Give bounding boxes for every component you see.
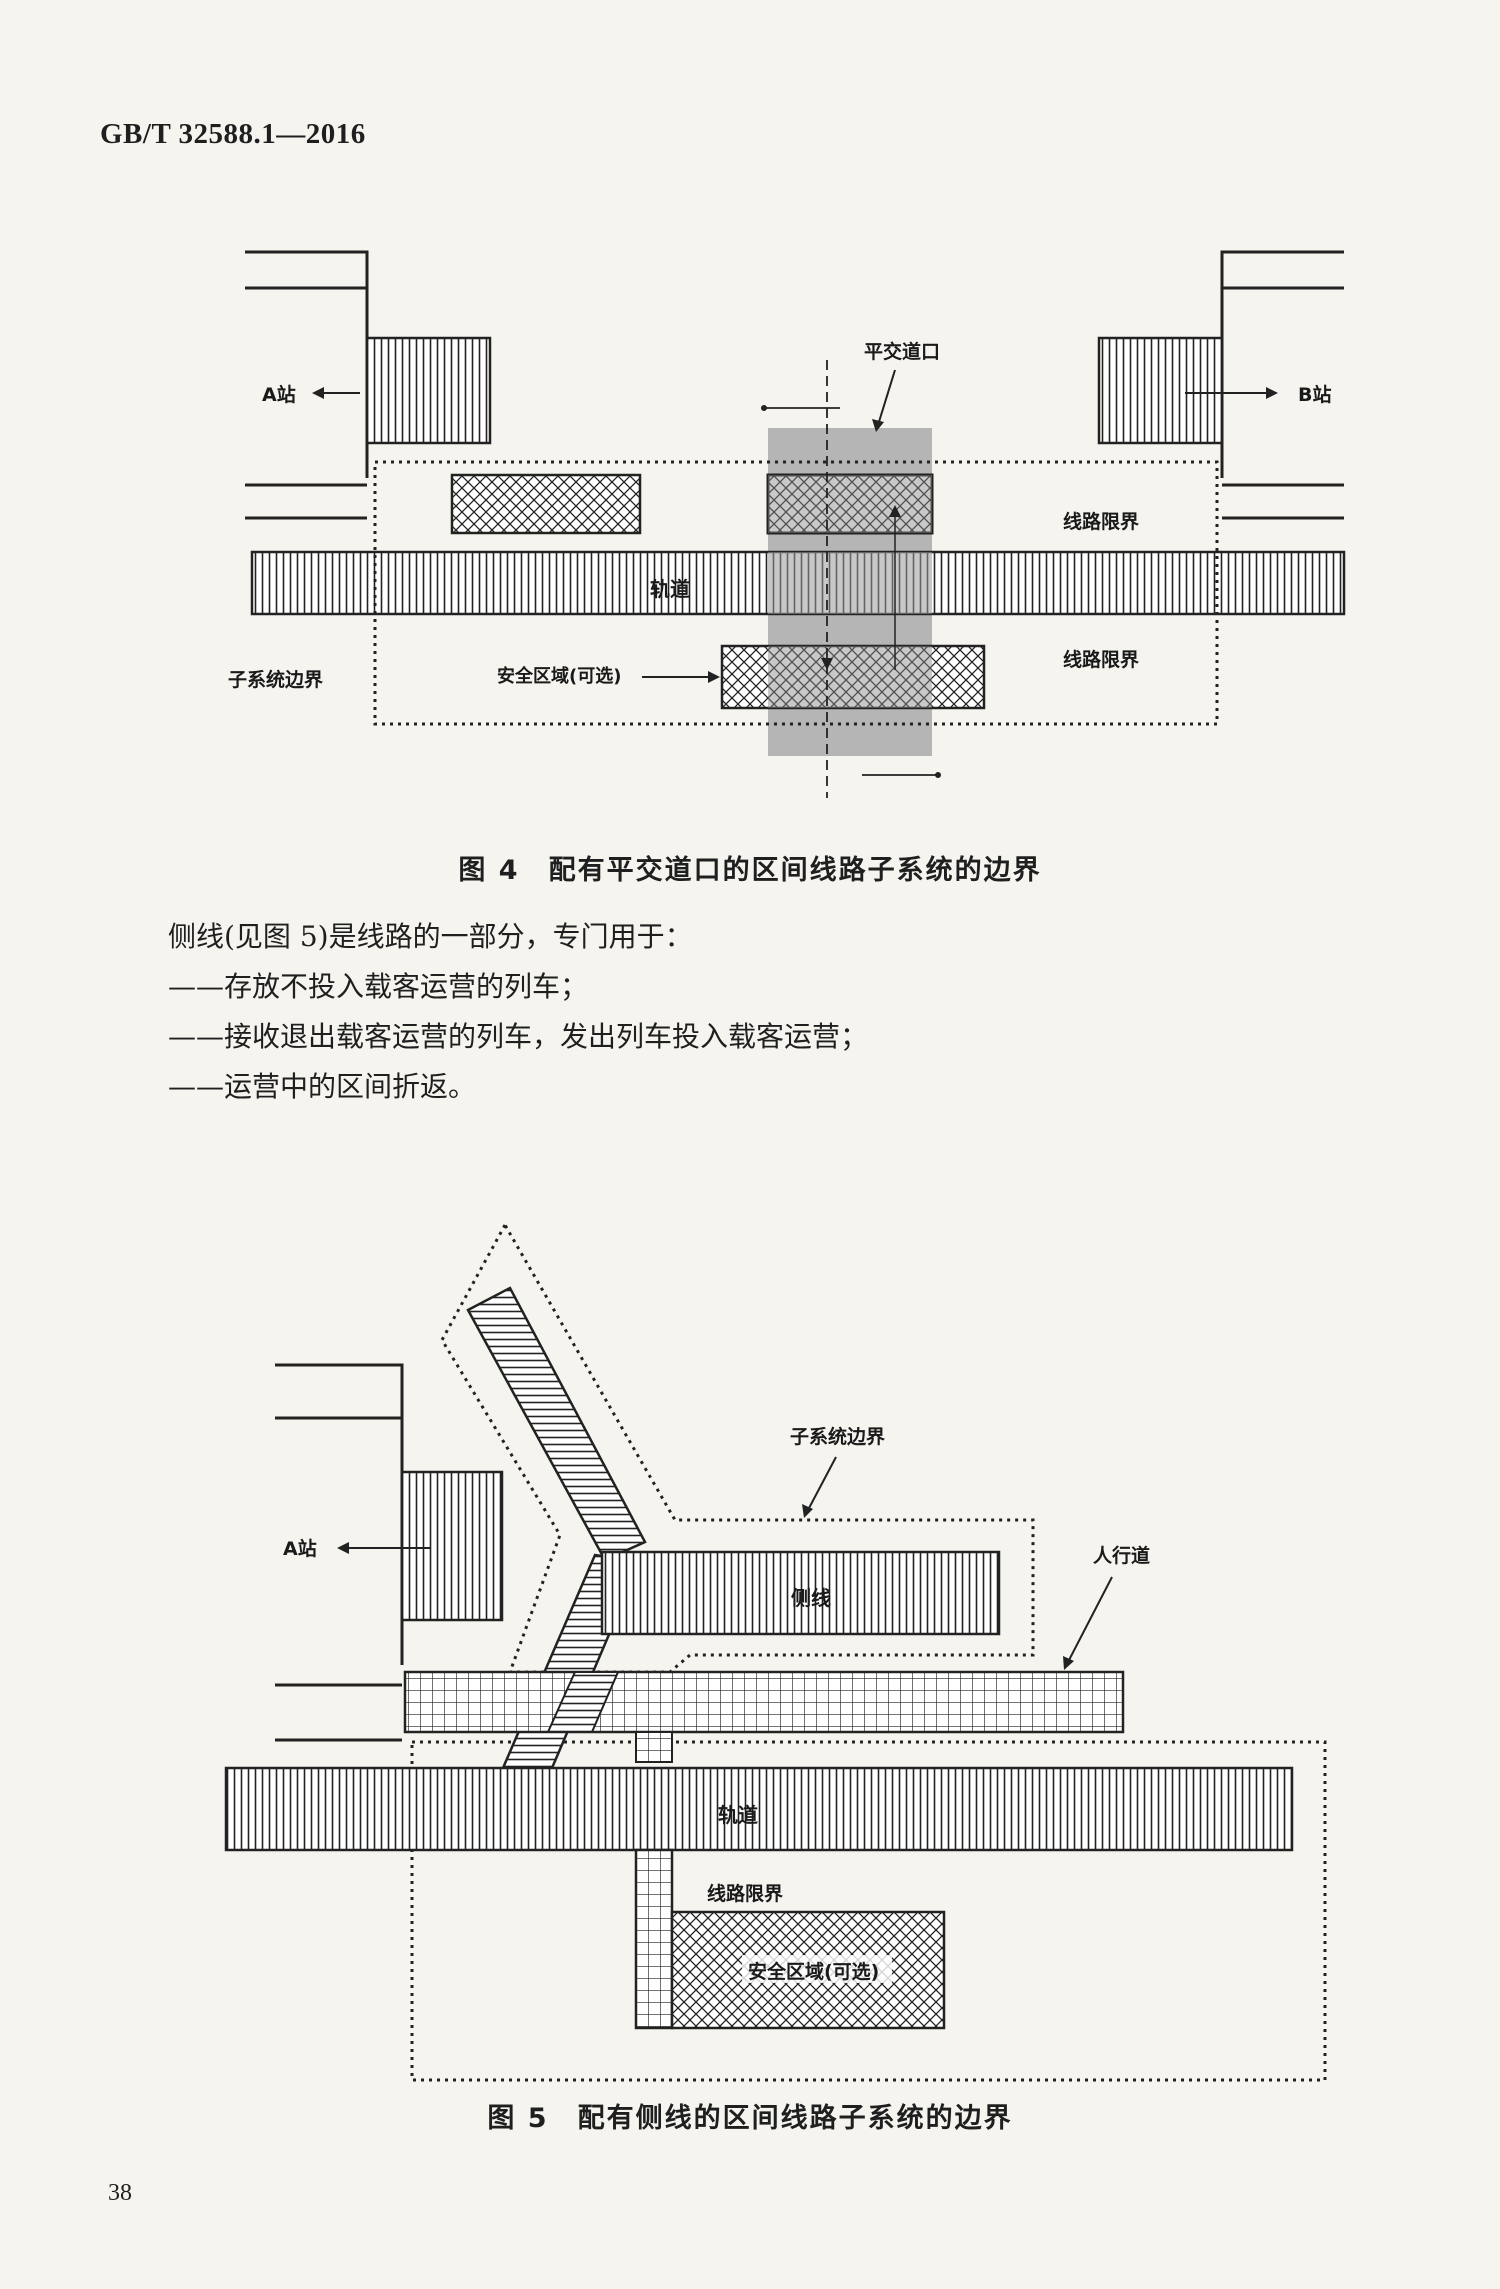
gauge-label: 线路限界: [707, 1882, 783, 1905]
track-label: 轨道: [718, 1803, 758, 1827]
subsystem-boundary-pointer: [802, 1456, 837, 1518]
crossover-track: [466, 1286, 647, 1562]
siding-label: 侧线: [791, 1586, 831, 1610]
safety-zone-label: 安全区域(可选): [497, 665, 621, 687]
figure-5-caption: 图 5 配有侧线的区间线路子系统的边界: [487, 2103, 1013, 2134]
station-b-label: B站: [1298, 383, 1331, 406]
safety-zone-pointer: [642, 671, 720, 683]
body-intro: 侧线(见图 5)是线路的一部分，专门用于：: [168, 920, 693, 953]
walkway-connector: [635, 1731, 673, 1763]
gauge-box-crossing-top-shade: [768, 475, 932, 533]
station-b-platform: [1097, 336, 1224, 445]
figure-4-diagram: A站 B站 轨道 平交道口 线路限界 线路限界 子系统: [228, 250, 1346, 798]
safety-zone-box: [720, 644, 986, 710]
list-item: ——存放不投入载客运营的列车；: [168, 970, 589, 1003]
figure-5-diagram: A站 侧线 轨道 安全区域(可选) 线路限界 子系统边界 人行道: [224, 1221, 1327, 2082]
station-a-label: A站: [262, 383, 296, 406]
walkway-pointer: [1063, 1576, 1113, 1670]
arrow-to-station-a: [312, 387, 360, 399]
track-label: 轨道: [650, 577, 690, 601]
station-a-platform: [365, 336, 492, 445]
level-crossing-label: 平交道口: [864, 340, 940, 363]
arrow-to-station-b: [1185, 387, 1278, 399]
section-marker-top: [761, 405, 840, 411]
track-crossing-overlay: [768, 552, 932, 614]
subsystem-boundary-lower: [410, 1740, 1327, 2082]
station-a-label: A站: [283, 1537, 317, 1560]
walkway-label: 人行道: [1093, 1544, 1150, 1567]
section-marker-bottom: [862, 772, 941, 778]
walkway-vertical: [634, 1848, 674, 2030]
gauge-label-bottom: 线路限界: [1063, 648, 1139, 671]
siding: [600, 1550, 1001, 1636]
body-text: 侧线(见图 5)是线路的一部分，专门用于： ——存放不投入载客运营的列车； ——…: [168, 912, 868, 1112]
arrow-to-station-a: [337, 1542, 430, 1554]
list-item: ——运营中的区间折返。: [168, 1070, 477, 1103]
subsystem-boundary-label: 子系统边界: [228, 668, 323, 691]
safety-zone-crossing-shade: [768, 646, 932, 708]
subsystem-boundary-label: 子系统边界: [790, 1425, 885, 1448]
document-header: GB/T 32588.1—2016: [100, 118, 366, 150]
page-number: 38: [108, 2180, 132, 2206]
figure-4-caption: 图 4 配有平交道口的区间线路子系统的边界: [458, 855, 1042, 886]
gauge-label-top: 线路限界: [1063, 510, 1139, 533]
walkway: [403, 1670, 1125, 1734]
safety-zone-label-bg: [742, 1955, 892, 1983]
track: [224, 1766, 1294, 1852]
gauge-box-left: [450, 473, 642, 535]
safety-zone-label: 安全区域(可选): [748, 1960, 879, 1983]
level-crossing-pointer: [872, 369, 896, 432]
list-item: ——接收退出载客运营的列车，发出列车投入载客运营；: [168, 1020, 869, 1053]
gauge-box-crossing-top: [766, 473, 934, 535]
crossover-track-over-walkway: [546, 1671, 620, 1733]
section-arrow-down: [821, 658, 833, 670]
station-a-platform: [400, 1470, 504, 1622]
